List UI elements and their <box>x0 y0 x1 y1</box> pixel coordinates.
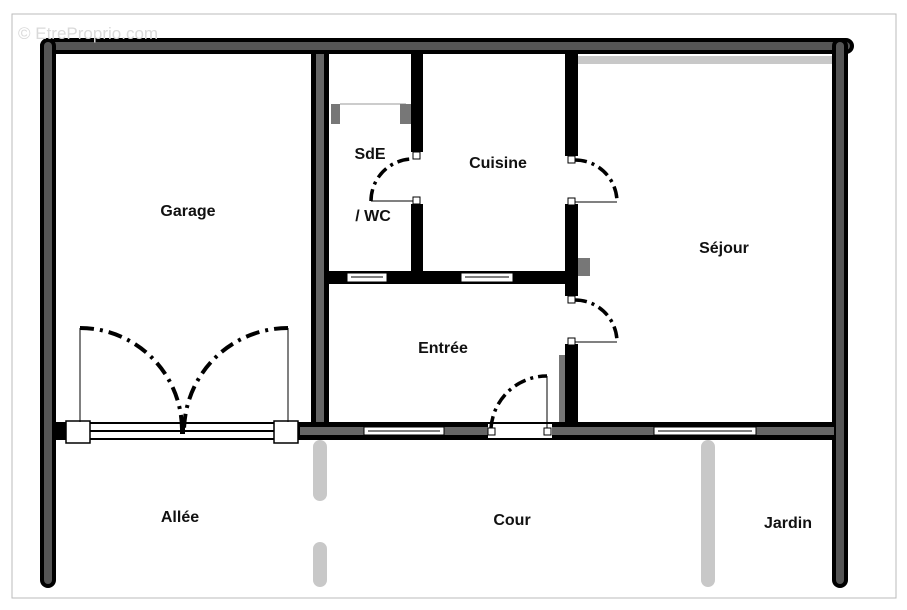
cuisine-door-swing <box>574 158 619 203</box>
area-label-cour: Cour <box>493 512 531 529</box>
sejour-door-swing <box>574 298 619 343</box>
sde-door-jamb-bottom <box>412 196 421 205</box>
image-frame <box>11 13 897 599</box>
watermark: © EtreProprio.com <box>18 24 159 43</box>
sde-door-gap <box>411 152 423 204</box>
wall-cuisine-sejour <box>565 54 578 422</box>
cuisine-door-jamb-bottom <box>567 197 576 206</box>
garage-door-post-left <box>65 420 91 444</box>
garage-door-swing-left <box>79 326 184 431</box>
sde-top-opening <box>340 54 406 104</box>
wall-front-inner <box>300 427 834 435</box>
sde-top-post-right <box>400 104 411 124</box>
garage-door-post-right <box>273 420 299 444</box>
cuisine-door-jamb-top <box>567 155 576 164</box>
room-label-cuisine: Cuisine <box>469 155 527 172</box>
wall-entree-top <box>329 271 578 284</box>
garage-door-swing-right <box>182 326 289 431</box>
area-label-jardin: Jardin <box>763 515 813 532</box>
area-label-allee: Allée <box>160 509 200 526</box>
entree-wall-stub <box>559 355 565 422</box>
front-door-swing <box>489 374 548 429</box>
front-door-jamb-right <box>543 427 552 436</box>
sde-door-jamb-top <box>412 151 421 160</box>
sejour-door-jamb-top <box>567 295 576 304</box>
sde-top-post-left <box>331 104 340 124</box>
room-label-wc: / WC <box>355 208 391 225</box>
sejour-door-jamb-bottom <box>567 337 576 346</box>
wall-marker <box>578 258 590 276</box>
sejour-door-gap <box>565 296 578 344</box>
sde-door-swing <box>369 157 414 202</box>
front-door-jamb-left <box>487 427 496 436</box>
room-label-sejour: Séjour <box>699 240 749 257</box>
room-label-garage: Garage <box>160 203 216 220</box>
cuisine-door-gap <box>565 156 578 204</box>
room-label-entree: Entrée <box>418 340 468 357</box>
room-label-sde: SdE <box>354 146 386 163</box>
wall-garage-house-inner <box>316 54 324 422</box>
sejour-top-strip <box>578 56 832 64</box>
front-door-gap <box>488 424 552 438</box>
